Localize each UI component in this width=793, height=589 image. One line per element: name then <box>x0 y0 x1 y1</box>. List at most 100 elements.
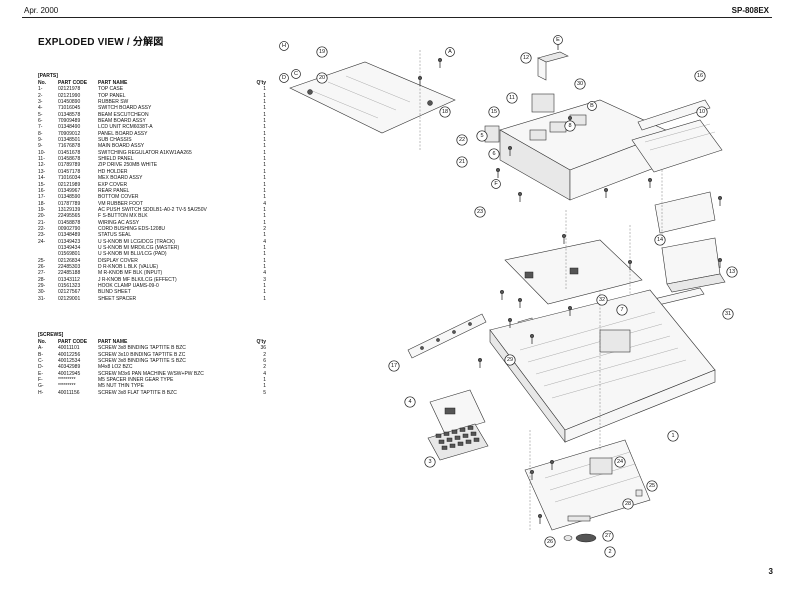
callout-label: 12 <box>523 55 529 61</box>
callout-c20: 20 <box>316 72 328 84</box>
row-no: 3- <box>38 99 43 106</box>
row-qty: 1 <box>263 257 266 264</box>
row-no: 9- <box>38 137 43 144</box>
rubber-key <box>465 439 472 444</box>
callout-circle <box>316 46 328 58</box>
row-qty: 1 <box>263 124 266 131</box>
row-no: 6- <box>38 118 43 125</box>
callout-c27: 27 <box>602 530 614 542</box>
callout-c23: 23 <box>474 206 486 218</box>
row-qty: 2 <box>263 225 266 232</box>
row-qty: 1 <box>263 137 266 144</box>
callout-c32: 32 <box>596 294 608 306</box>
hd-holder-drawing <box>654 191 726 293</box>
row-no: G- <box>38 383 44 390</box>
rubber-key <box>457 441 464 446</box>
callout-label: 4 <box>408 399 411 405</box>
row-part-name: M4x8 LO2 BZC <box>98 364 133 371</box>
rubber-key <box>454 435 461 440</box>
callout-circle <box>424 456 436 468</box>
callout-circle <box>574 78 586 90</box>
row-part-name: M R-KNOB MF BLK (INPUT) <box>98 270 163 277</box>
screw-head <box>567 115 573 121</box>
row-part-code: 01343112 <box>58 276 80 283</box>
rubber-key <box>441 445 448 450</box>
callout-label: 19 <box>319 49 325 55</box>
row-no: 19- <box>38 206 46 213</box>
row-part-name: WIRING AC ASSY <box>98 219 140 226</box>
row-no: 22- <box>38 225 46 232</box>
row-qty: 36 <box>260 345 266 352</box>
callout-c14: 14 <box>654 234 666 246</box>
row-part-code: 40012534 <box>58 358 81 365</box>
callout-circle <box>445 47 455 57</box>
row-qty: 1 <box>263 118 266 125</box>
row-qty: 1 <box>263 105 266 112</box>
row-part-code: 01348590 <box>58 194 81 201</box>
row-qty: 1 <box>263 168 266 175</box>
callout-label: 32 <box>599 297 605 303</box>
row-part-name: HOOK CLAMP UAMS-09-0 <box>98 283 159 289</box>
rubber-key <box>462 433 469 438</box>
row-part-code: 02129001 <box>58 295 81 302</box>
callout-label: H <box>282 43 286 49</box>
row-part-name: SUB CHASSIS <box>98 137 132 144</box>
row-part-name: PANEL BOARD ASSY <box>98 130 148 137</box>
callout-circle <box>291 69 301 79</box>
row-part-code: 02121978 <box>58 86 81 93</box>
callout-circle <box>279 41 289 51</box>
row-no: 5- <box>38 111 43 118</box>
row-no: B- <box>38 351 43 358</box>
callout-circle <box>604 546 616 558</box>
row-qty: 4 <box>263 370 266 377</box>
callout-circle <box>474 206 486 218</box>
row-part-code: 02126834 <box>58 257 81 264</box>
parts-table-header: No. PART CODE PART NAME Q'ty <box>38 80 266 86</box>
callout-circle <box>696 106 708 118</box>
screw-head <box>477 357 483 363</box>
row-qty: 1 <box>263 244 266 251</box>
callout-c29: 29 <box>504 354 516 366</box>
row-no: 9- <box>38 143 43 150</box>
screw-head <box>717 257 723 263</box>
row-part-name: SCREW 3x8 BINDING TAPTITE S BZC <box>98 358 186 365</box>
callout-label: 15 <box>491 109 497 115</box>
callout-label: 16 <box>697 73 703 79</box>
callout-label: C <box>294 71 298 77</box>
callout-c10: 10 <box>696 106 708 118</box>
screw-head <box>417 75 423 81</box>
row-no: A- <box>38 345 43 352</box>
screw-head <box>507 317 513 323</box>
callout-label: F <box>494 181 498 187</box>
row-part-code: 01348578 <box>58 111 81 118</box>
row-no: 10- <box>38 149 46 156</box>
row-no: 16- <box>38 187 46 194</box>
row-no: 4- <box>38 105 43 112</box>
screw-head <box>507 145 513 151</box>
callout-circle <box>614 456 626 468</box>
callout-sA: A <box>445 47 455 57</box>
row-part-name: LCD UNIT RCM6038T-A <box>98 124 153 131</box>
panel-board-drawing <box>504 239 643 305</box>
row-part-name: M5 SPACER INNER GEAR TYPE <box>98 377 174 384</box>
row-part-code: 01450890 <box>58 99 81 106</box>
callout-label: 3 <box>428 459 431 465</box>
callout-circle <box>506 92 518 104</box>
callout-circle <box>491 179 501 189</box>
row-no: H- <box>38 389 44 396</box>
row-part-name: RUBBER SW <box>98 99 129 106</box>
screw-head <box>567 305 573 311</box>
callout-label: 5 <box>480 133 483 139</box>
row-no: 24- <box>38 238 46 245</box>
callout-circle <box>654 234 666 246</box>
screws-section-label: [SCREWS] <box>38 332 64 338</box>
row-part-name: AC PUSH SWITCH SDDLB1-A0-2 TV-5 5A/250V <box>98 206 207 213</box>
callout-label: 29 <box>507 357 513 363</box>
